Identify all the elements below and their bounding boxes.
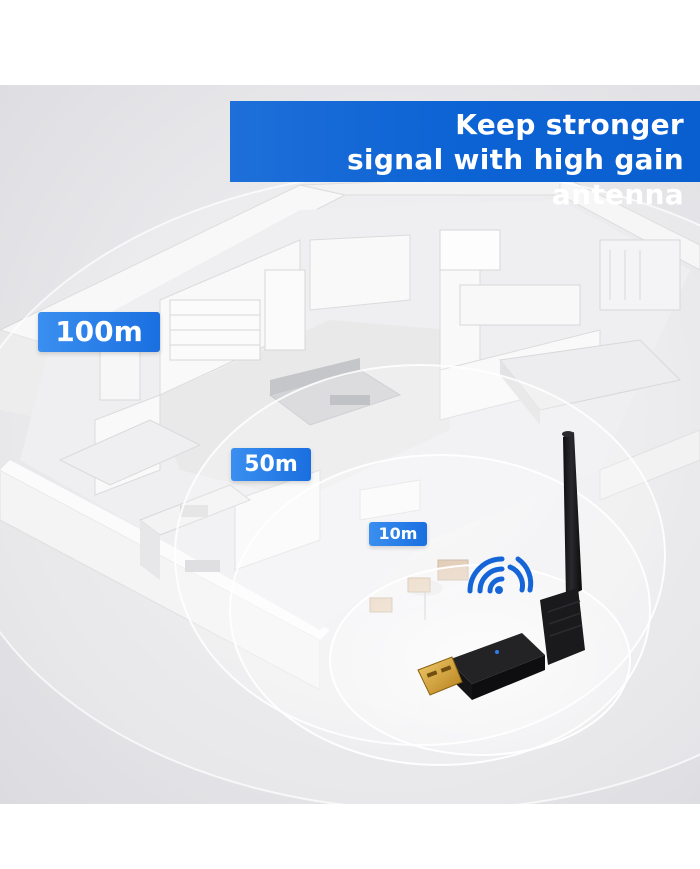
wifi-signal-icon — [467, 556, 534, 594]
range-badge-50m: 50m — [231, 448, 311, 481]
range-badge-10m: 10m — [369, 522, 427, 546]
bathroom — [58, 349, 202, 486]
headline-banner: Keep stronger signal with high gain ante… — [230, 101, 700, 211]
usb-wifi-adapter — [417, 633, 545, 700]
range-badge-100m: 100m — [38, 312, 160, 352]
signal-range-rings — [0, 169, 700, 811]
shelving-units — [169, 229, 681, 361]
headline-line-1: Keep stronger — [455, 108, 684, 141]
headline-line-2: signal with high gain antenna — [346, 143, 684, 211]
kitchen-counter — [138, 484, 252, 580]
antenna — [540, 431, 585, 665]
